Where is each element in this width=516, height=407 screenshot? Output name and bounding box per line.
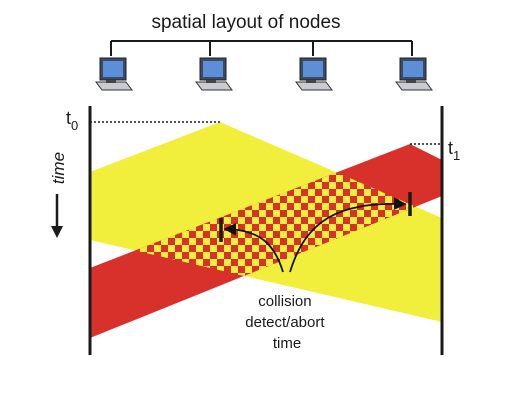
t0-label: t0 [66,108,78,133]
computer-icon [395,57,433,91]
computer-icon [95,57,133,91]
diagram-title: spatial layout of nodes [151,12,340,33]
computer-icon [295,57,333,91]
time-arrow-icon [51,194,63,238]
time-axis-label: time [49,152,68,184]
node-bracket [110,40,413,56]
annotation-arrow-right [289,197,407,273]
t1-label: t1 [448,138,460,163]
annotation-line-2: detect/abort [245,314,325,331]
annotation-arrow-left [223,222,284,273]
computer-icon [195,57,233,91]
annotation-line-1: collision [258,293,311,310]
collision-annotation: collision detect/abort time [245,293,328,352]
annotation-line-3: time [273,335,301,352]
